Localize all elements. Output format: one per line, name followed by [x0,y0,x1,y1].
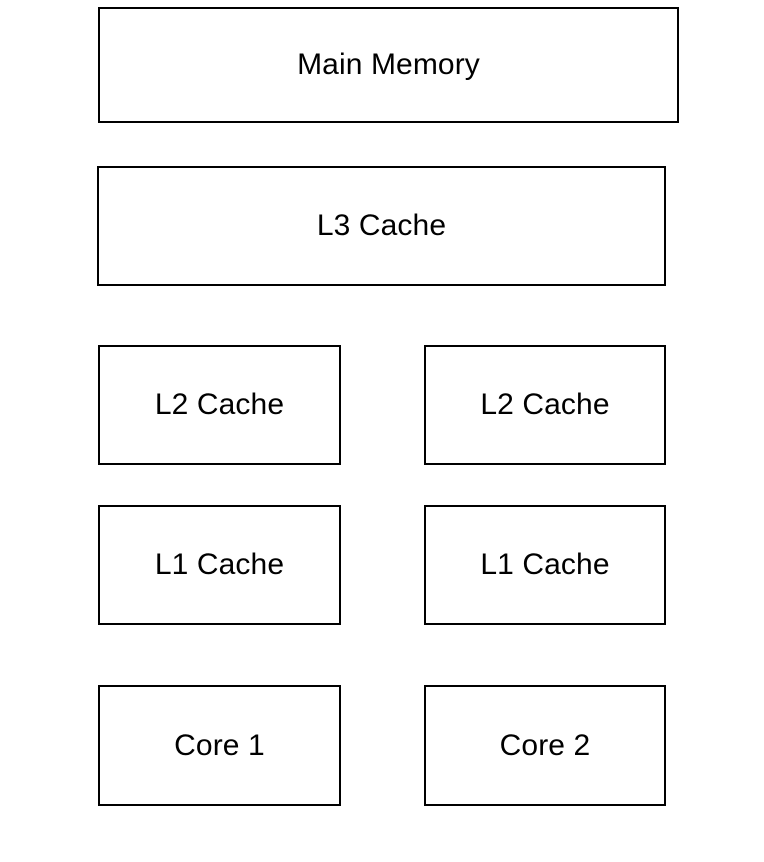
l3-cache-label: L3 Cache [316,209,447,242]
l2-cache-label-core2: L2 Cache [480,388,610,421]
l1-cache-box-core1[interactable]: L1 Cache [98,505,341,625]
core-2-box[interactable]: Core 2 [424,685,666,806]
core-2-label: Core 2 [499,728,591,762]
l1-cache-label-core1: L1 Cache [154,548,285,581]
main-memory-box[interactable]: Main Memory [98,7,679,123]
l3-cache-box[interactable]: L3 Cache [97,166,666,286]
l1-cache-box-core2[interactable]: L1 Cache [424,505,666,625]
core-1-box[interactable]: Core 1 [98,685,341,806]
core-1-label: Core 1 [174,728,265,762]
l2-cache-box-core1[interactable]: L2 Cache [98,345,341,465]
l1-cache-label-core2: L1 Cache [480,548,610,581]
l2-cache-label-core1: L2 Cache [154,388,285,421]
main-memory-label: Main Memory [297,48,480,81]
l2-cache-box-core2[interactable]: L2 Cache [424,345,666,465]
